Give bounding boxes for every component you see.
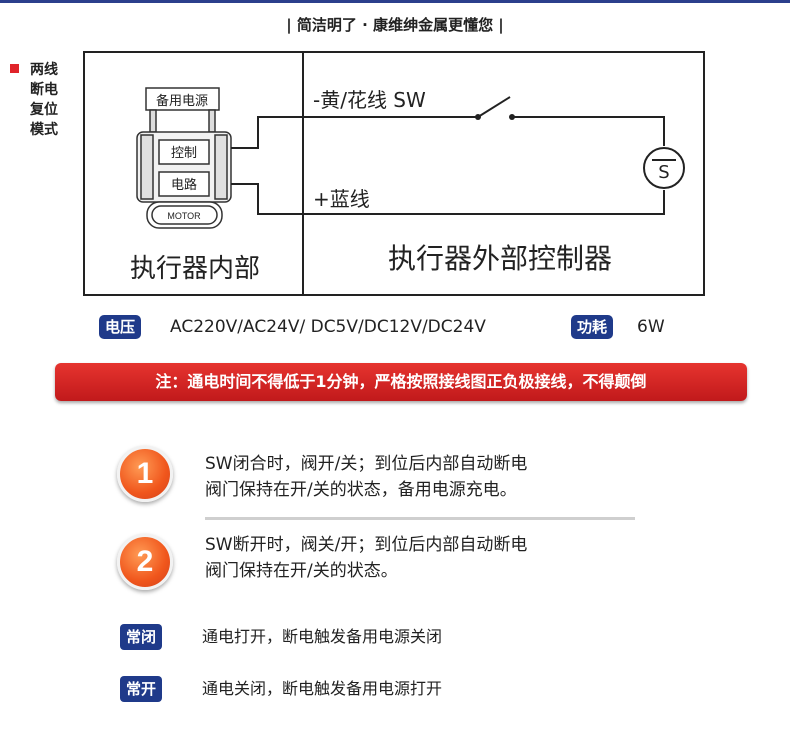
normally-open-badge: 常开: [120, 676, 163, 702]
normally-open-desc: 通电关闭，断电触发备用电源打开: [202, 679, 443, 698]
step-number-2: 2: [117, 534, 173, 590]
signal-symbol-label: S: [658, 162, 669, 183]
top-border-line: [0, 0, 790, 3]
signal-circle-icon: S: [643, 147, 685, 189]
internal-label: 执行器内部: [130, 254, 260, 284]
header-slogan: | 简洁明了 · 康维绅金属更懂您 |: [286, 16, 504, 34]
wires: [231, 116, 665, 215]
yellow-wire-label: -黄/花线 SW: [313, 88, 426, 112]
blue-wire-label: +蓝线: [313, 187, 370, 211]
normally-closed-desc: 通电打开，断电触发备用电源关闭: [202, 627, 443, 646]
actuator-icon: [136, 87, 232, 229]
warning-banner: 注：通电时间不得低于1分钟，严格按照接线图正负极接线，不得颠倒: [55, 363, 747, 401]
mode-label-line: 两线: [30, 62, 58, 78]
mode-bullet-square: [10, 64, 19, 73]
sw-switch-icon: [475, 96, 515, 120]
step-2-line-1: SW断开时，阀关/开；到位后内部自动断电: [205, 535, 528, 555]
wiring-diagram: 备用电源 控制 电路 MOTOR S -黄/花线 SW +蓝线 执行器内部 执行…: [83, 51, 705, 296]
power-badge: 功耗: [571, 315, 614, 339]
power-value: 6W: [637, 317, 665, 337]
step-1-line-1: SW闭合时，阀开/关；到位后内部自动断电: [205, 454, 528, 474]
mode-label-text: 两线 断电 复位 模式: [30, 60, 70, 140]
step-divider: [205, 517, 635, 520]
normally-closed-badge: 常闭: [120, 624, 163, 650]
mode-label-line: 复位: [30, 102, 58, 118]
voltage-value: AC220V/AC24V/ DC5V/DC12V/DC24V: [170, 317, 486, 337]
circuit-label: 电路: [171, 177, 197, 193]
external-label: 执行器外部控制器: [388, 242, 612, 275]
voltage-badge: 电压: [99, 315, 142, 339]
step-2-line-2: 阀门保持在开/关的状态。: [205, 561, 398, 581]
mode-label-line: 模式: [30, 122, 58, 138]
step-1-line-2: 阀门保持在开/关的状态，备用电源充电。: [205, 480, 517, 500]
mode-label-line: 断电: [30, 82, 58, 98]
motor-label: MOTOR: [167, 211, 201, 221]
step-number-1: 1: [117, 446, 173, 502]
backup-power-label: 备用电源: [156, 93, 208, 109]
control-label: 控制: [171, 146, 197, 161]
